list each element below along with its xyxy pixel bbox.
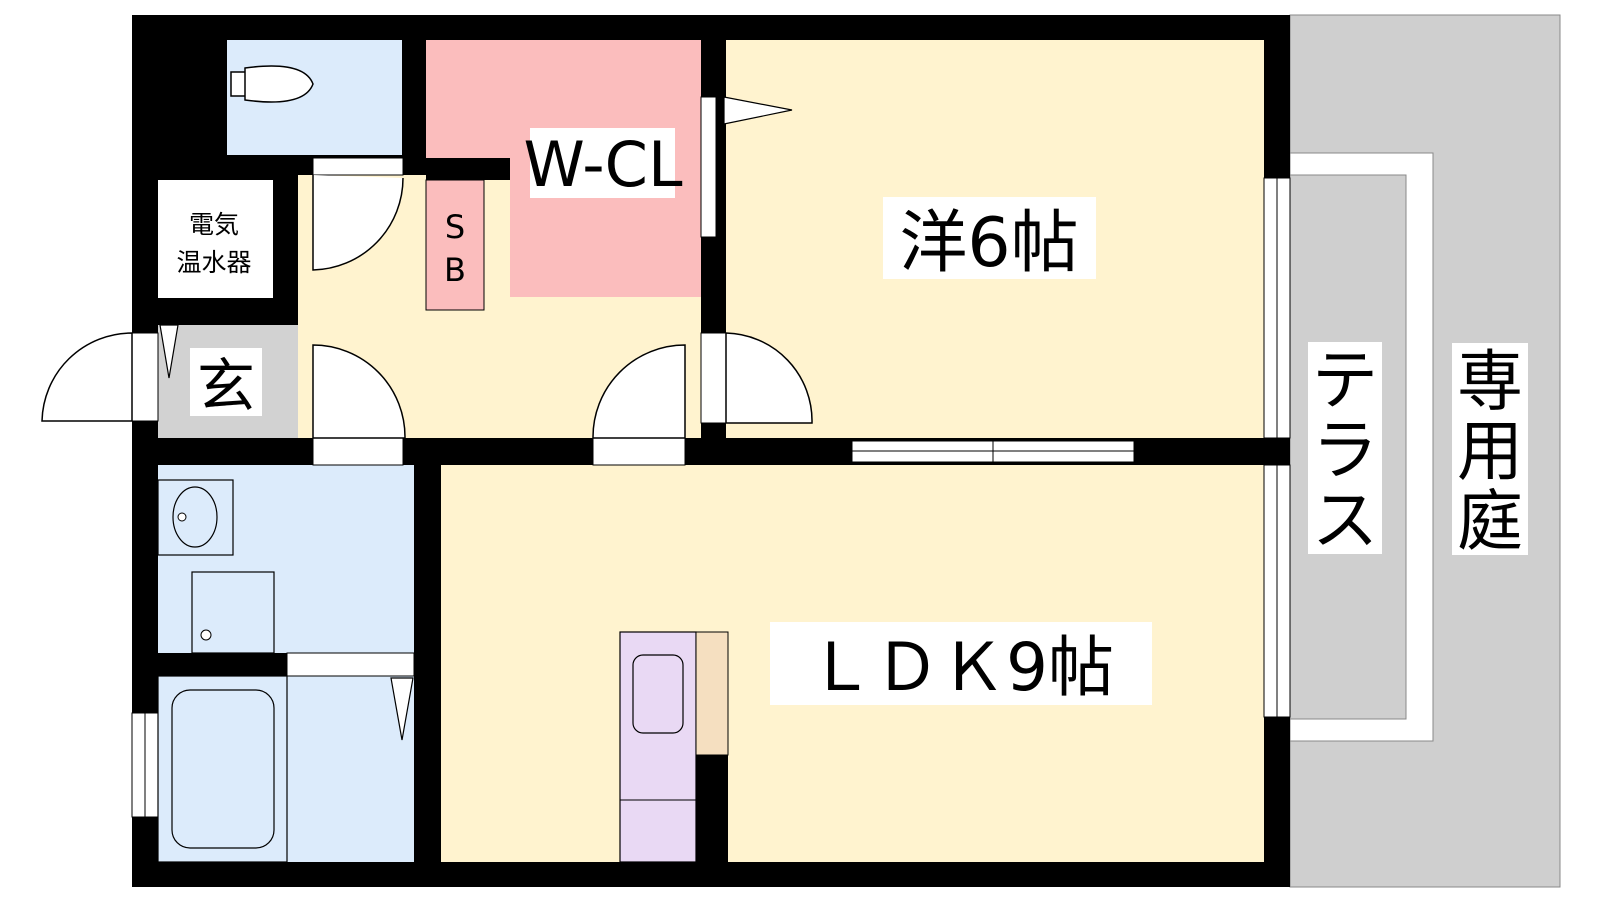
bathtub-basin xyxy=(171,689,275,849)
ldk-label-bg xyxy=(770,622,1152,705)
closet-label-bg xyxy=(530,128,675,198)
closet-door-leaf xyxy=(723,96,793,125)
washer-drain xyxy=(200,629,212,641)
garden-label-bg xyxy=(1452,343,1528,555)
kitchen-partition xyxy=(696,755,728,862)
shoe-box-label-bottom: B xyxy=(444,251,466,289)
kitchen-sink xyxy=(632,654,684,734)
bathroom-door-leaf xyxy=(390,677,414,741)
water-heater-box xyxy=(158,180,273,298)
bathroom-door xyxy=(286,652,415,677)
wash-basin-bowl xyxy=(172,486,218,548)
terrace-label-bg xyxy=(1308,342,1382,554)
garden-label-char-3: 庭 xyxy=(1457,483,1523,560)
entrance-door-frame xyxy=(131,332,159,422)
washer-space xyxy=(191,571,275,654)
shoe-box-label-top: S xyxy=(445,208,465,246)
water-heater-label-1: 電気 xyxy=(189,210,239,239)
washroom-door-swing xyxy=(312,344,406,439)
western-door-frame xyxy=(700,332,727,424)
basin-drain xyxy=(177,512,187,522)
entrance-label-bg xyxy=(190,348,262,416)
ldk-door-swing xyxy=(592,344,686,439)
garden-label-char-2: 用 xyxy=(1457,413,1523,490)
closet-label: W-CL xyxy=(524,128,683,201)
western-room-label: 洋6帖 xyxy=(899,204,1078,283)
refrigerator-space xyxy=(695,631,729,756)
toilet-door-swing xyxy=(312,175,404,271)
terrace-label-char-1: テ xyxy=(1312,342,1378,419)
western-label-bg xyxy=(883,197,1096,279)
ldk-label: ＬＤＫ9帖 xyxy=(808,629,1114,706)
toilet-door-frame xyxy=(312,157,404,176)
shoe-box xyxy=(425,179,485,311)
terrace-label-char-3: ス xyxy=(1312,482,1378,559)
closet-door-panel xyxy=(700,96,717,238)
terrace-label-char-2: ラ xyxy=(1312,412,1378,489)
entrance-label: 玄 xyxy=(197,352,255,420)
water-heater-label-2: 温水器 xyxy=(176,248,251,277)
western-door-swing xyxy=(725,332,813,424)
entrance-door-swing xyxy=(41,332,133,422)
ldk-door-frame xyxy=(592,437,686,466)
washroom-door-frame xyxy=(312,437,404,466)
garden-label-char-1: 専 xyxy=(1457,343,1523,420)
toilet-fixture xyxy=(230,65,314,103)
entrance-inner-leaf xyxy=(159,324,179,379)
